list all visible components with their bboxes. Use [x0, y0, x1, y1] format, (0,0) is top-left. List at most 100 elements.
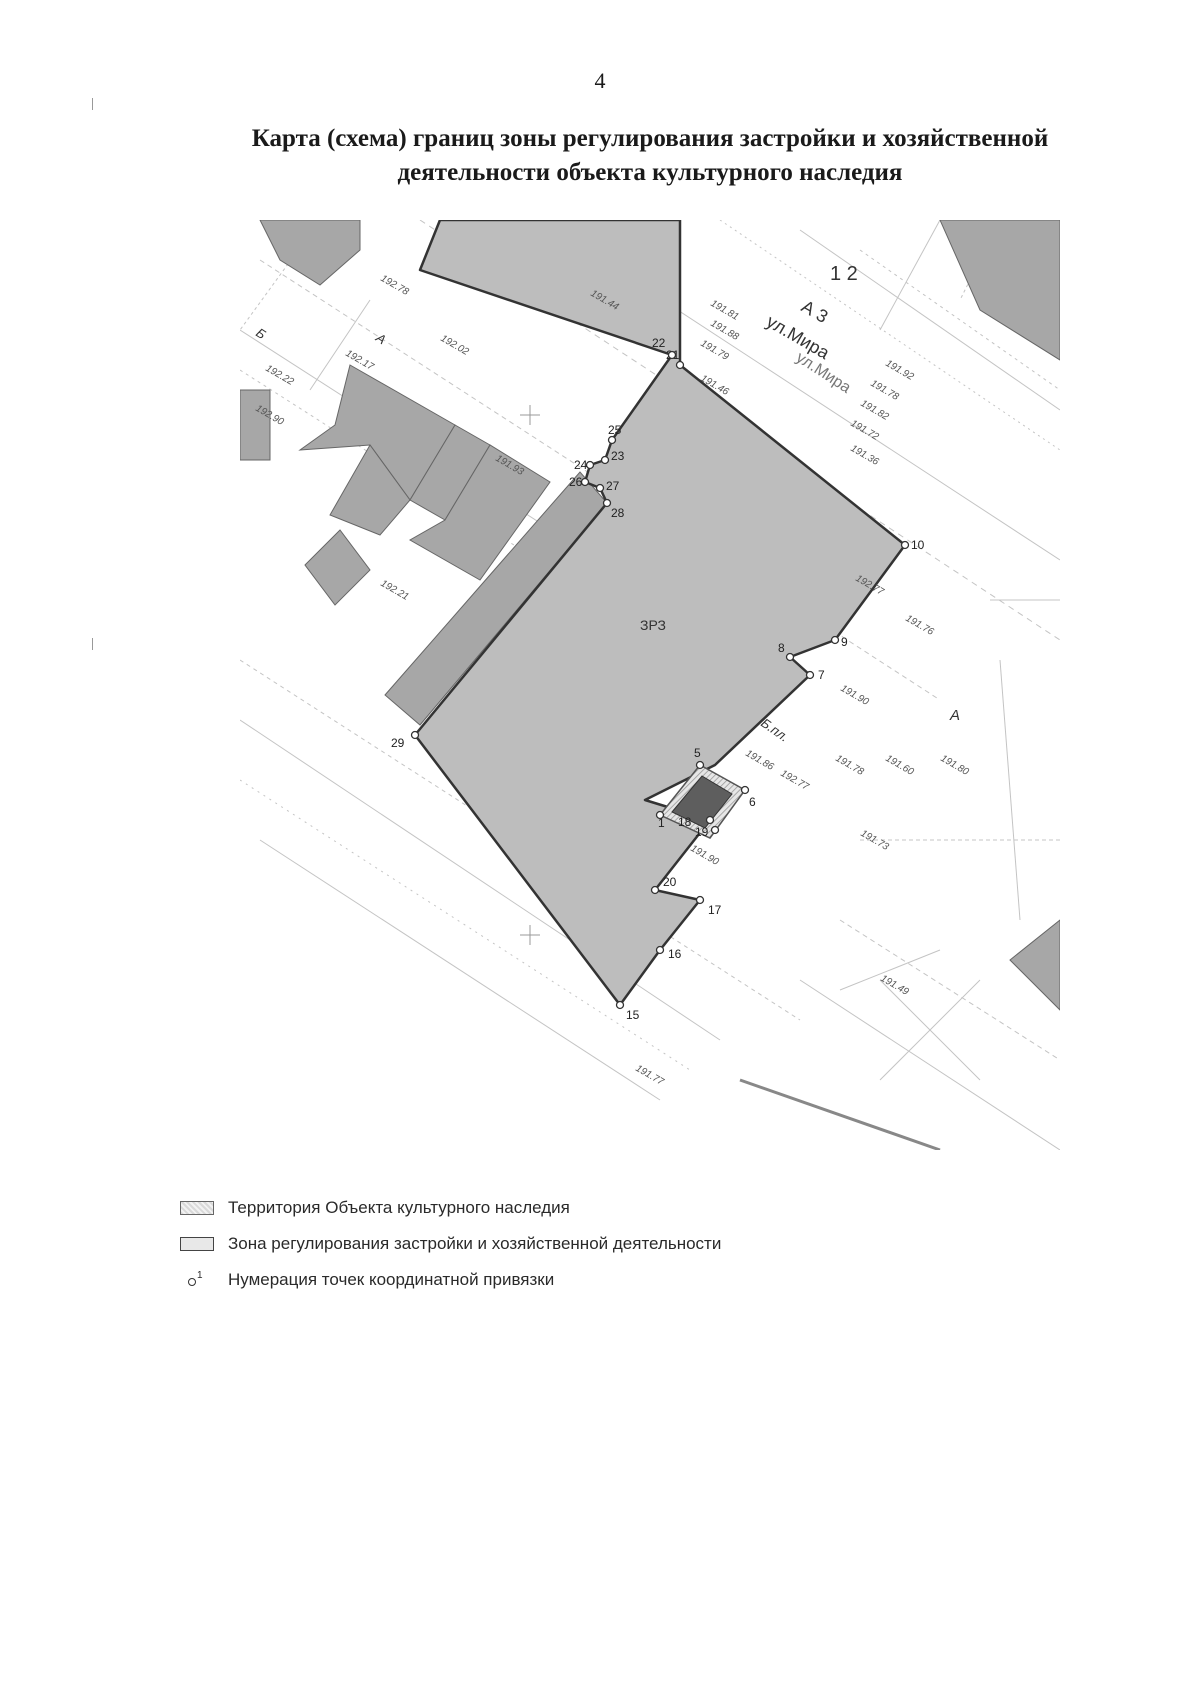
monument-territory[interactable] [658, 764, 747, 839]
elevation-label: 191.92 [884, 358, 916, 383]
boundary-point-7 [805, 670, 815, 680]
boundary-point-label-22: 22 [652, 336, 666, 350]
elevation-label: 192.77 [779, 768, 811, 793]
point-swatch-number: 1 [197, 1270, 203, 1281]
page-title: Карта (схема) границ зоны регулирования … [150, 122, 1150, 190]
boundary-point-22 [667, 350, 677, 360]
boundary-point-24 [585, 460, 595, 470]
boundary-point-label-8: 8 [778, 641, 785, 655]
boundary-point-label-19: 19 [695, 825, 709, 839]
boundary-point-17 [695, 895, 705, 905]
elevation-label: 191.77 [634, 1063, 666, 1088]
boundary-point-20 [650, 885, 660, 895]
boundary-point-1 [655, 810, 665, 820]
legend-zone-label: Зона регулирования застройки и хозяйстве… [228, 1234, 722, 1253]
boundary-point-15 [615, 1000, 625, 1010]
building-small [304, 529, 371, 606]
zone-swatch [180, 1237, 214, 1251]
boundary-point-16 [655, 945, 665, 955]
page-number: 4 [594, 68, 606, 93]
boundary-point-19 [710, 825, 720, 835]
boundary-point-label-27: 27 [606, 479, 620, 493]
boundary-point-label-7: 7 [818, 668, 825, 682]
boundary-point-21 [675, 360, 685, 370]
elevation-label: 191.78 [834, 753, 866, 778]
legend-point-label: Нумерация точек координатной привязки [228, 1270, 555, 1289]
road-letter-a-2: А [949, 707, 960, 724]
legend: Территория Объекта культурного наследия … [180, 1190, 721, 1298]
misc-label-a3: А 3 [798, 296, 831, 327]
title-line-1: Карта (схема) границ зоны регулирования … [251, 125, 1049, 152]
boundary-point-label-20: 20 [663, 875, 677, 889]
legend-item-point: 1 Нумерация точек координатной привязки [180, 1262, 721, 1298]
elevation-label: 192.02 [439, 333, 471, 358]
legend-territory-label: Территория Объекта культурного наследия [228, 1198, 570, 1217]
elevation-label: 191.78 [869, 378, 901, 403]
boundary-point-label-25: 25 [608, 423, 622, 437]
boundary-point-label-28: 28 [611, 506, 625, 520]
boundary-point-18 [705, 815, 715, 825]
road-letter-bpl: Б.пл. [758, 715, 791, 745]
building-top-right [939, 220, 1060, 361]
elevation-label: 191.88 [709, 318, 741, 343]
elevation-label: 191.86 [744, 748, 776, 773]
zone-label: ЗРЗ [640, 617, 666, 633]
elevation-label: 192.78 [379, 273, 411, 298]
elevation-label: 191.76 [904, 613, 936, 638]
map-crosshairs [520, 405, 540, 945]
elevation-label: 191.90 [839, 683, 871, 708]
boundary-point-label-18: 18 [678, 815, 692, 829]
boundary-point-label-24: 24 [574, 458, 588, 472]
building-bottom-right [1009, 919, 1060, 1011]
zone-map[interactable]: 15687910151617181920212223242526272829 З… [240, 220, 1060, 1150]
elevation-label: 192.17 [344, 348, 376, 373]
boundary-point-label-26: 26 [569, 475, 583, 489]
point-dot-icon [188, 1278, 196, 1286]
boundary-point-label-6: 6 [749, 795, 756, 809]
point-swatch: 1 [180, 1270, 214, 1287]
building-cluster-4 [329, 444, 411, 536]
boundary-point-29 [410, 730, 420, 740]
boundary-point-10 [900, 540, 910, 550]
boundary-point-label-9: 9 [841, 635, 848, 649]
boundary-point-6 [740, 785, 750, 795]
boundary-points: 15687910151617181920212223242526272829 [391, 336, 925, 1022]
boundary-point-28 [602, 498, 612, 508]
elevation-label: 191.72 [849, 418, 881, 443]
legend-item-territory: Территория Объекта культурного наследия [180, 1190, 721, 1226]
boundary-point-label-17: 17 [708, 903, 722, 917]
elevation-label: 191.90 [689, 843, 721, 868]
margin-mark-middle [92, 638, 93, 650]
boundary-point-27 [595, 483, 605, 493]
territory-swatch [180, 1201, 214, 1215]
elevation-label: 192.21 [379, 578, 411, 603]
elevation-label: 191.36 [849, 443, 881, 468]
elevation-label: 191.73 [859, 828, 891, 853]
elevation-label: 191.80 [939, 753, 971, 778]
boundary-point-26 [580, 477, 590, 487]
boundary-point-23 [600, 455, 610, 465]
boundary-point-label-15: 15 [626, 1008, 640, 1022]
elevation-label: 191.60 [884, 753, 916, 778]
neighbor-buildings [240, 220, 1060, 1011]
margin-mark-top [92, 98, 93, 110]
boundary-point-9 [830, 635, 840, 645]
boundary-point-label-10: 10 [911, 538, 925, 552]
road-letter-a-1: А [373, 329, 389, 347]
boundary-point-8 [785, 652, 795, 662]
boundary-point-label-29: 29 [391, 736, 405, 750]
misc-label-12: 1 2 [830, 263, 858, 285]
elevation-label: 191.82 [859, 398, 891, 423]
building-cluster-3 [408, 444, 551, 581]
monument-building [671, 775, 733, 829]
boundary-point-label-16: 16 [668, 947, 682, 961]
elevation-label: 192.22 [264, 363, 296, 388]
building-top-left [259, 220, 361, 286]
building-left-edge [240, 389, 271, 461]
boundary-point-5 [695, 760, 705, 770]
boundary-point-label-1: 1 [658, 816, 665, 830]
title-line-2: деятельности объекта культурного наследи… [397, 159, 903, 186]
boundary-point-25 [607, 435, 617, 445]
boundary-point-label-23: 23 [611, 449, 625, 463]
legend-item-zone: Зона регулирования застройки и хозяйстве… [180, 1226, 721, 1262]
